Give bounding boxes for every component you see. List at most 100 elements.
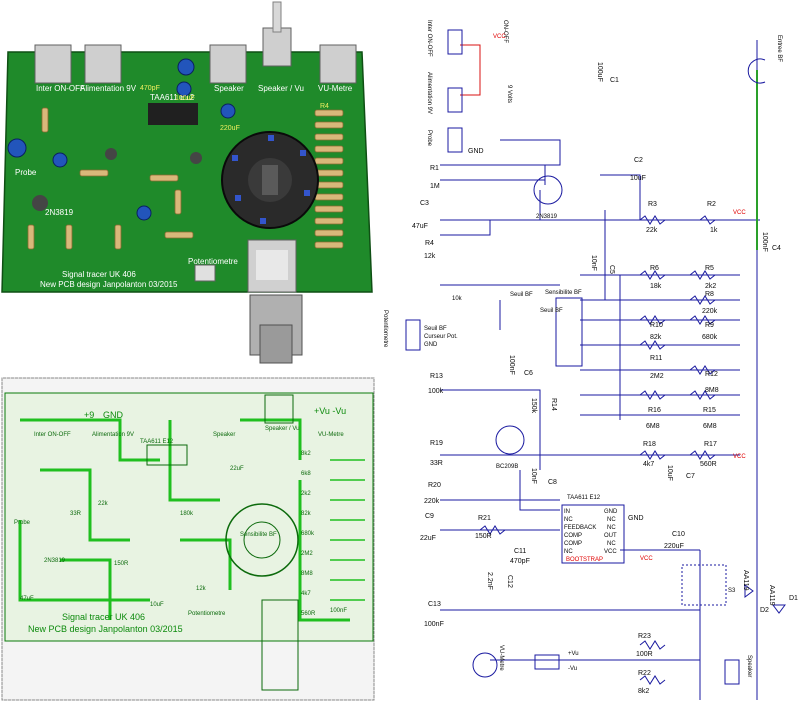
sch-ic-name: TAA611 E12: [567, 495, 601, 501]
layout-footer-2: New PCB design Janpolanton 03/2015: [28, 624, 183, 634]
sch-val-r10: 82k: [650, 334, 662, 341]
sch-ref-r2: R2: [707, 201, 716, 208]
sch-s3: S3: [728, 588, 736, 594]
layout-sensibilite: Sensibilite BF: [240, 532, 277, 538]
pcb-label-speaker-vu: Speaker / Vu: [258, 84, 304, 93]
sch-val-r19: 33R: [430, 460, 443, 467]
layout-val-6: 33R: [70, 511, 82, 517]
layout-vumetre: VU-Metre: [318, 432, 344, 438]
pcb-layout: +9 GND +Vu -Vu Inter ON-OFF Alimentation…: [1, 377, 375, 701]
sch-ref-r4: R4: [425, 240, 434, 247]
sch-ref-r19: R19: [430, 440, 443, 447]
sch-ref-r18: R18: [643, 441, 656, 448]
layout-val-8: 12k: [196, 586, 207, 592]
sch-val-r4: 12k: [424, 253, 436, 260]
sch-val-c1: 100uF: [596, 62, 603, 82]
layout-val-13: 2M2: [301, 551, 313, 557]
layout-probe: Probe: [14, 520, 31, 526]
sch-top-entree: Entree BF: [776, 35, 782, 62]
sch-vcc-1: VCC: [493, 34, 506, 40]
sch-pot-pin2: GND: [424, 342, 438, 348]
layout-val-18: 47uF: [20, 596, 34, 602]
sch-val-c6: 100nF: [508, 355, 515, 375]
sch-switch-a: Seuil BF: [540, 308, 563, 314]
sch-ref-r23: R23: [638, 633, 651, 640]
sch-ic-pin-l3: COMP: [564, 533, 582, 539]
sch-ref-d1: D1: [789, 595, 798, 602]
sch-val-r8: 220k: [702, 308, 718, 315]
sch-val-c8: 10nF: [530, 468, 537, 484]
sch-vcc-3: VCC: [733, 454, 746, 460]
sch-switch-name: Sensibilite BF: [545, 290, 582, 296]
sch-pin-minus: -Vu: [568, 666, 577, 672]
sch-speaker: Speaker: [746, 655, 752, 677]
sch-ref-c7: C7: [686, 473, 695, 480]
sch-pot-pin1: Curseur Pot.: [424, 334, 458, 340]
sch-ref-c12: C12: [506, 575, 513, 588]
sch-ref-r8: R8: [705, 291, 714, 298]
sch-top-probe: Probe: [426, 130, 432, 147]
sch-ref-c4: C4: [772, 245, 781, 252]
sch-gnd-2: GND: [628, 515, 644, 522]
sch-val-r6: 18k: [650, 283, 662, 290]
sch-val-c4: 100nF: [761, 232, 768, 252]
layout-val-9: 150R: [114, 561, 129, 567]
sch-ic-pin-r1: NC: [607, 517, 616, 523]
sch-ic-pin-r5: VCC: [604, 549, 617, 555]
layout-val-14: 8M8: [301, 571, 313, 577]
sch-ic-pin-l0: IN: [564, 509, 570, 515]
sch-switch-c: Seuil BF: [510, 292, 533, 298]
pcb-label-r4: R4: [320, 103, 329, 110]
sch-val-r15: 6M8: [703, 423, 717, 430]
sch-ref-r11: R11: [650, 355, 662, 362]
sch-ic-pin-l2: FEEDBACK: [564, 525, 596, 531]
layout-footer-1: Signal tracer UK 406: [62, 612, 145, 622]
sch-val-r3: 22k: [646, 227, 658, 234]
sch-ref-r16: R16: [648, 407, 661, 414]
sch-ic-pin-l5: NC: [564, 549, 573, 555]
sch-vcc-2: VCC: [733, 210, 746, 216]
sch-ref-c11: C11: [514, 548, 526, 555]
sch-ic-pin-r2: NC: [607, 525, 616, 531]
sch-val-r17: 560R: [700, 461, 717, 468]
sch-val-d1: AA119: [768, 585, 775, 606]
sch-top-volts: 9 Volts: [506, 85, 512, 103]
pcb-3d-render: Inter ON-OFF Alimentation 9V Speaker Spe…: [1, 1, 373, 364]
pcb-label-inter: Inter ON-OFF: [36, 84, 85, 93]
sch-ref-r22: R22: [638, 670, 651, 677]
sch-val-c9: 22uF: [420, 535, 436, 542]
pcb-label-c11: 470pF: [140, 85, 160, 92]
sch-val-r18: 4k7: [643, 461, 654, 468]
layout-pot: Potentiometre: [188, 611, 226, 617]
sch-val-r12: 8M8: [705, 387, 719, 394]
sch-top-onoff: ON-OFF: [502, 20, 508, 43]
layout-gnd: GND: [103, 410, 124, 420]
sch-ref-c5: C5: [608, 265, 615, 274]
sch-val-r2: 1k: [710, 227, 718, 234]
layout-val-16: 560R: [301, 611, 316, 617]
sch-ic-pin-l1: NC: [564, 517, 573, 523]
pcb-label-probe: Probe: [15, 168, 37, 177]
sch-val-c5: 10nF: [590, 255, 597, 271]
sch-ref-d2: D2: [760, 607, 769, 614]
sch-ref-r10: R10: [650, 322, 663, 329]
sch-top-inter: Inter ON-OFF: [426, 20, 432, 57]
sch-ref-r14: R14: [550, 398, 557, 411]
layout-val-0: 8k2: [301, 451, 311, 457]
sch-val-c3: 47uF: [412, 223, 428, 230]
sch-gnd-1: GND: [468, 148, 484, 155]
pcb-footer-1: Signal tracer UK 406: [62, 270, 136, 279]
layout-val-17: 100nF: [330, 608, 347, 614]
sch-val-r21: 150R: [475, 533, 492, 540]
pcb-label-vumetre: VU-Metre: [318, 84, 353, 93]
pcb-label-pot: Potentiometre: [188, 257, 238, 266]
sch-q1: 2N3819: [536, 214, 558, 220]
layout-jfet: 2N3819: [44, 558, 66, 564]
sch-ic-pin-l4: COMP: [564, 541, 582, 547]
layout-val-20: 10uF: [150, 602, 164, 608]
sch-pot-title: Potentiometre: [382, 310, 388, 348]
pcb-label-c1: 100uF: [175, 95, 195, 102]
layout-val-3: 22k: [98, 501, 109, 507]
